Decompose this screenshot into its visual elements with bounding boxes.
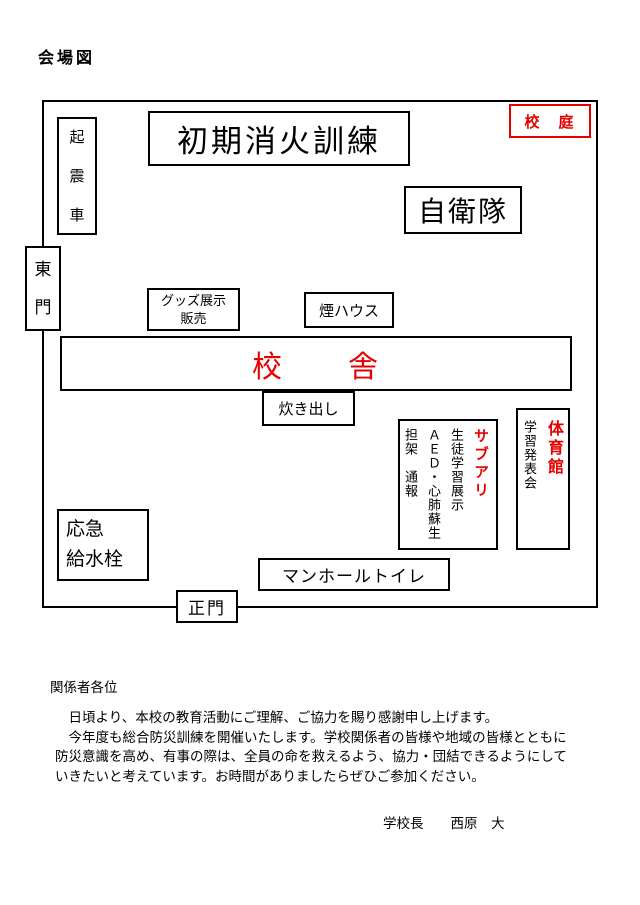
- sub-arena-item-aed-cpr: ＡＥＤ・心肺蘇生: [426, 428, 441, 540]
- letter-signature: 学校長 西原 大: [383, 816, 505, 831]
- gym-label: 体育館: [545, 420, 562, 477]
- sub-arena-item-stretcher-report: 担架 通報: [403, 428, 418, 498]
- box-main-gate: 正門: [176, 590, 238, 623]
- box-east-gate: 東 門: [25, 246, 61, 331]
- box-earthquake-vehicle: 起 震 車: [57, 117, 97, 235]
- sub-arena-item-student-exhibit: 生徒学習展示: [449, 428, 464, 512]
- gym-event-label: 学習発表会: [522, 420, 537, 490]
- box-smoke-house: 煙ハウス: [304, 292, 394, 328]
- box-goods-exhibit-sale: グッズ展示 販売: [147, 288, 240, 331]
- box-sub-arena: サブアリ 生徒学習展示 ＡＥＤ・心肺蘇生 担架 通報: [398, 419, 498, 550]
- box-gymnasium: 体育館 学習発表会: [516, 408, 570, 550]
- page-title: 会場図: [38, 50, 96, 67]
- box-school-building: 校 舎: [60, 336, 572, 391]
- letter-salutation: 関係者各位: [50, 680, 118, 695]
- sub-arena-label: サブアリ: [472, 428, 489, 500]
- box-emergency-water-tap: 応急 給水栓: [57, 509, 149, 581]
- box-initial-fire-training: 初期消火訓練: [148, 111, 410, 166]
- box-self-defense-force: 自衛隊: [404, 186, 522, 234]
- box-schoolyard: 校 庭: [509, 104, 591, 138]
- map-outline: [42, 100, 598, 608]
- box-soup-kitchen: 炊き出し: [262, 391, 355, 426]
- box-manhole-toilet: マンホールトイレ: [258, 558, 450, 591]
- letter-body: 日頃より、本校の教育活動にご理解、ご協力を賜り感謝申し上げます。 今年度も総合防…: [55, 710, 567, 784]
